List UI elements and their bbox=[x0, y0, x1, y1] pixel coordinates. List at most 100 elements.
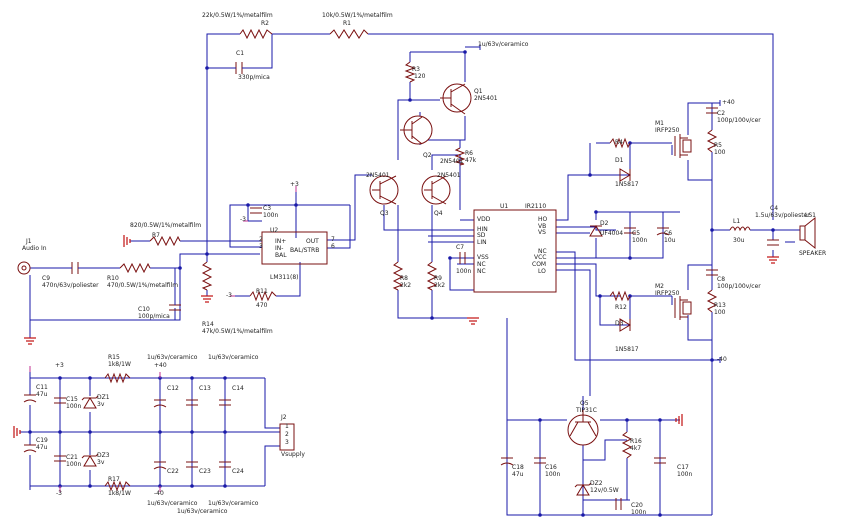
diode-d2 bbox=[589, 225, 603, 237]
capacitor-c5 bbox=[624, 227, 636, 234]
r8-ref: R8 bbox=[400, 275, 408, 282]
ic-u2 bbox=[261, 231, 328, 265]
transistor-q4 bbox=[421, 175, 451, 205]
l1-ref: L1 bbox=[733, 218, 741, 225]
c23-ref: C23 bbox=[199, 468, 211, 475]
r3-value: 120 bbox=[414, 73, 426, 80]
c5-value: 100n bbox=[632, 237, 648, 244]
r14-ref: R14 bbox=[202, 321, 214, 328]
minus40-left: -40 bbox=[154, 490, 164, 497]
minus3-bottom: -3 bbox=[56, 490, 62, 497]
r15-ref: R15 bbox=[108, 354, 120, 361]
q3-ref: Q3 bbox=[380, 210, 389, 217]
dz3-part: 3v bbox=[97, 459, 105, 466]
j1-ref: J1 bbox=[26, 238, 32, 245]
c10-value: 100p/mica bbox=[138, 313, 170, 320]
ground-icon bbox=[467, 317, 479, 325]
u2-pin-2: 2 bbox=[259, 236, 263, 243]
c2-ref: C2 bbox=[717, 110, 726, 117]
capacitor-c18 bbox=[500, 457, 514, 466]
c4-top-value: 1u/63v/ceramico bbox=[478, 41, 529, 48]
m1-part: IRFP250 bbox=[655, 127, 680, 134]
c21-value: 100n bbox=[66, 461, 82, 468]
c4-value: 1.5u/63v/poliester bbox=[755, 212, 810, 219]
resistor-r3 bbox=[404, 61, 416, 83]
q5-ref: Q5 bbox=[580, 400, 589, 407]
u1-pin-com: COM bbox=[532, 261, 547, 268]
capacitor-c7 bbox=[459, 252, 466, 264]
c24-ref: C24 bbox=[232, 468, 244, 475]
u2-pin-6: 6 bbox=[331, 243, 335, 250]
resistors bbox=[104, 28, 718, 492]
u1-pin-lo: LO bbox=[538, 268, 546, 275]
c4-ref: C4 bbox=[770, 205, 779, 212]
r16-ref: R16 bbox=[630, 438, 642, 445]
r5-ref: R5 bbox=[714, 142, 722, 149]
u1-pin-lin: LIN bbox=[477, 239, 487, 246]
inductor-l1 bbox=[729, 226, 751, 232]
r10-ref: R10 bbox=[107, 275, 119, 282]
resistor-r5 bbox=[706, 129, 718, 153]
c22-bottom-value: 1u/63v/ceramico bbox=[147, 500, 198, 507]
u2-pin-in-minus: IN- bbox=[275, 245, 284, 252]
resistor-r14 bbox=[201, 261, 213, 291]
zener-dz1 bbox=[81, 395, 99, 409]
u1-pin-vb: VB bbox=[538, 223, 547, 230]
ground-icon bbox=[201, 295, 213, 303]
c13-top-value: 1u/63v/ceramico bbox=[208, 354, 259, 361]
transistor-q2 bbox=[400, 115, 433, 145]
c11-ref: C11 bbox=[36, 384, 48, 391]
u1-ref: U1 bbox=[500, 203, 509, 210]
mosfet-m1 bbox=[674, 134, 692, 158]
input-jack-j1-icon bbox=[17, 261, 31, 275]
c18-ref: C18 bbox=[512, 464, 524, 471]
r5-value: 100 bbox=[714, 149, 726, 156]
ground-icon bbox=[767, 256, 779, 264]
resistor-r9 bbox=[426, 261, 438, 291]
transistors bbox=[369, 83, 692, 446]
u2-ref: U2 bbox=[270, 227, 279, 234]
speaker-label: SPEAKER bbox=[799, 250, 827, 257]
r10-value: 470/0.5W/1%/metalfilm bbox=[107, 282, 179, 289]
capacitor-c10 bbox=[169, 268, 181, 311]
diode-d1 bbox=[619, 168, 631, 182]
u1-pin-vdd: VDD bbox=[477, 216, 491, 223]
u1-pin-nc1: NC bbox=[477, 261, 486, 268]
transistor-q1 bbox=[440, 83, 472, 115]
connector-j2 bbox=[279, 423, 295, 451]
d2-part: UF4004 bbox=[600, 230, 624, 237]
plus40-top: +40 bbox=[722, 99, 735, 106]
r12-ref: R12 bbox=[615, 304, 627, 311]
r9-ref: R9 bbox=[434, 275, 442, 282]
j2-ref: J2 bbox=[281, 414, 287, 421]
q4-part: 2N5401 bbox=[437, 172, 461, 179]
r6-ref: R6 bbox=[465, 150, 473, 157]
ground-icon bbox=[675, 414, 683, 426]
u1-pin-vs: VS bbox=[538, 229, 546, 236]
r11-value: 470 bbox=[256, 302, 268, 309]
c10-ref: C10 bbox=[138, 306, 150, 313]
capacitor-c6 bbox=[656, 227, 670, 236]
dz3-ref: DZ3 bbox=[97, 452, 110, 459]
u1-pin-ho: HO bbox=[538, 216, 548, 223]
r11-ref: R11 bbox=[256, 288, 268, 295]
q5-part: TIP31C bbox=[576, 407, 597, 414]
c13-ref: C13 bbox=[199, 385, 211, 392]
r13-value: 100 bbox=[714, 309, 726, 316]
r4-ref: R4 bbox=[615, 139, 623, 146]
resistor-r11 bbox=[249, 290, 277, 302]
c17-ref: C17 bbox=[677, 464, 689, 471]
j2-pin-1: 1 bbox=[285, 423, 289, 430]
capacitor-c11 bbox=[23, 394, 37, 403]
transistor-q5 bbox=[567, 410, 599, 446]
r17-ref: R17 bbox=[108, 476, 120, 483]
capacitor-c2 bbox=[706, 107, 718, 114]
q3-part: 2N5401 bbox=[366, 172, 390, 179]
diodes bbox=[81, 168, 631, 496]
u2-pin-out: OUT bbox=[306, 238, 319, 245]
c8-ref: C8 bbox=[717, 276, 726, 283]
plus40-left: +40 bbox=[154, 362, 167, 369]
capacitor-c23 bbox=[186, 461, 198, 468]
u2-pin-7: 7 bbox=[331, 236, 335, 243]
